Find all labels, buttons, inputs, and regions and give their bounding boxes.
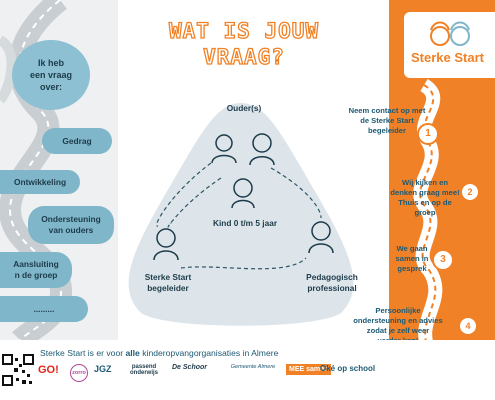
professional-icon: [308, 221, 334, 254]
logo-icon: [430, 21, 470, 46]
node-professional: Pedagogisch professional: [306, 272, 358, 293]
partner-jgz: JGZ: [94, 364, 112, 374]
question-line-2: een vraag: [29, 70, 73, 80]
step-1-badge: 1: [417, 123, 439, 145]
question-line-3: over:: [39, 82, 62, 92]
node-begeleider: Sterke Start begeleider: [144, 272, 192, 293]
page-title: WAT IS JOUW VRAAG?: [168, 18, 320, 69]
node-kind: Kind 0 t/m 5 jaar: [212, 218, 278, 228]
parents-icon: [211, 133, 275, 166]
bubble-gedrag: Gedrag: [42, 128, 112, 154]
question-bubble: Ik heb een vraag over:: [12, 40, 90, 110]
question-line-1: Ik heb: [37, 58, 64, 68]
bubble-ontwikkeling: Ontwikkeling: [0, 170, 80, 194]
bubble-aansluiting: Aansluiting n de groep: [0, 252, 72, 288]
logo-card: [404, 12, 495, 78]
bubble-ondersteuning: Ondersteuning van ouders: [28, 206, 114, 244]
partner-de-schoor: De Schoor: [172, 364, 208, 371]
step-4-badge: 4: [458, 316, 478, 336]
footer-sentence: Sterke Start is er voor alle kinderopvan…: [40, 348, 279, 358]
partner-go: GO!: [38, 364, 59, 376]
partner-mee: MEE samen: [286, 364, 332, 375]
partner-zorro: zorro: [70, 364, 88, 382]
partner-oke-op-school: Oké op school: [320, 364, 376, 373]
triangle-diagram: [128, 103, 354, 326]
bubble-dots: .........: [0, 296, 88, 322]
step-2-badge: 2: [460, 182, 480, 202]
node-ouders: Ouder(s): [226, 103, 262, 113]
step-3-badge: 3: [432, 249, 454, 271]
begeleider-icon: [153, 228, 179, 261]
left-road-panel: Ik heb een vraag over: Gedrag Ontwikkeli…: [0, 0, 118, 340]
child-icon: [231, 178, 255, 209]
logo-wordmark: Sterke Start: [411, 50, 484, 65]
qr-code-icon: [2, 354, 34, 386]
partner-passend-onderwijs: passend onderwijs: [129, 364, 158, 376]
partner-gemeente-almere: Gemeente Almere: [230, 364, 276, 370]
